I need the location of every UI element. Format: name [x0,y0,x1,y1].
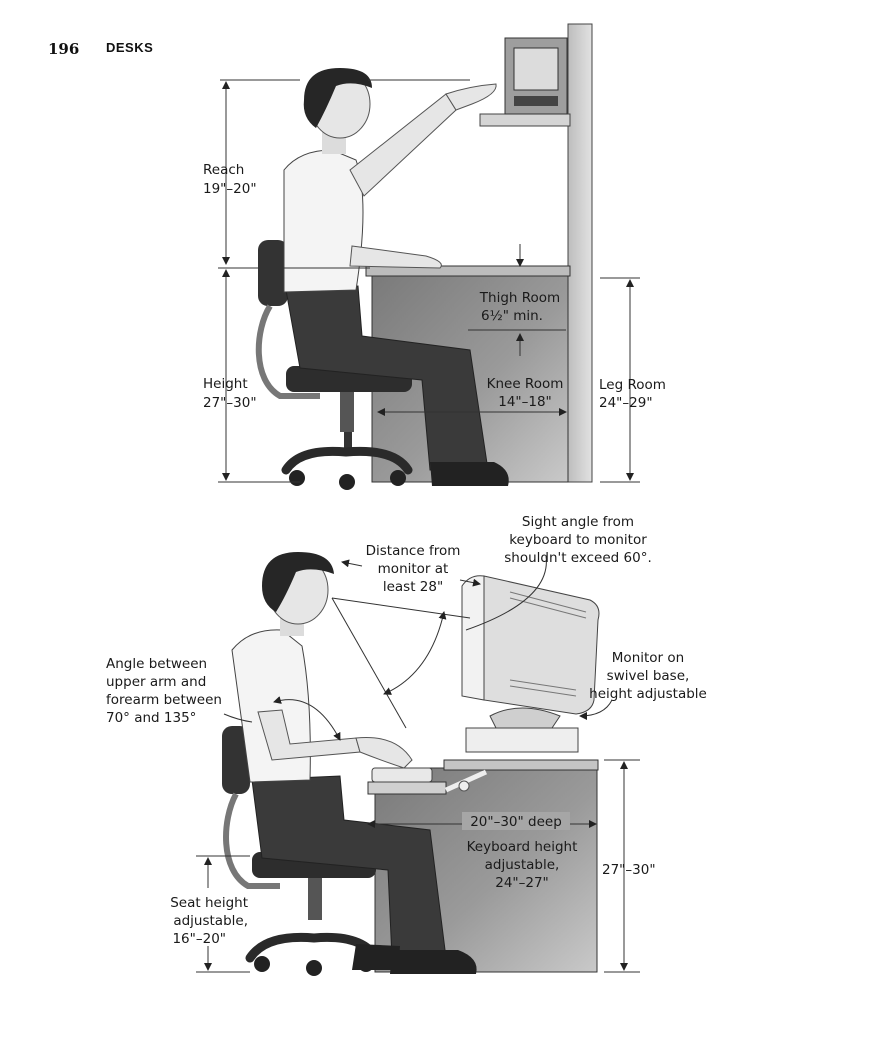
thigh-room-value: 6½" min. [481,308,543,324]
upper-chair [255,240,413,490]
sight-angle-label-3: shouldn't exceed 60°. [504,550,652,566]
height-label: Height [203,376,248,392]
keyboard-height-label-2: adjustable, [485,857,560,873]
seat-height-label-2: adjustable, [173,913,248,929]
monitor-base-label-2: swivel base, [607,668,690,684]
knee-room-value: 14"–18" [498,394,552,410]
upper-person [283,68,509,486]
desk-depth-label: 20"–30" deep [470,814,562,830]
leg-room-label: Leg Room [599,377,666,393]
monitor-base-pointer [579,699,613,720]
monitor-base-label-1: Monitor on [612,650,684,666]
reach-dimension [220,79,470,265]
seat-height-dimension [196,855,250,973]
thigh-room-dimension [468,244,566,356]
arm-angle-label-3: forearm between [106,692,222,708]
reach-value: 19"–20" [203,181,257,197]
sight-angle-label-1: Sight angle from [522,514,634,530]
height-dimension [218,267,370,483]
sight-lines [331,555,547,729]
overhead-shelf [479,113,571,127]
desk-height-label: 27"–30" [602,862,656,878]
distance-dimension [341,559,481,587]
page-number: 196 [48,40,80,58]
seat-height-label-3: 16"–20" [172,931,226,947]
arm-angle-label-1: Angle between [106,656,207,672]
seat-height-label-1: Seat height [170,895,248,911]
knee-room-label: Knee Room [487,376,564,392]
wall-panel [567,23,593,483]
monitor-base-label-3: height adjustable [589,686,707,702]
leg-room-value: 24"–29" [599,395,653,411]
reach-label: Reach [203,162,244,178]
lower-person [231,552,477,974]
distance-label-2: monitor at [378,561,449,577]
leg-room-dimension [600,277,640,483]
keyboard [371,767,433,783]
height-value: 27"–30" [203,395,257,411]
distance-label-1: Distance from [366,543,461,559]
arm-angle-arc [223,696,341,741]
upper-figure: Reach 19"–20" Height 27"–30" Thigh Room … [203,23,666,490]
monitor [461,575,600,753]
thigh-room-label: Thigh Room [479,290,560,306]
keyboard-tray [367,781,447,795]
arm-angle-label-2: upper arm and [106,674,206,690]
keyboard-height-label-3: 24"–27" [495,875,549,891]
distance-label-3: least 28" [383,579,443,595]
keyboard-height-label-1: Keyboard height [467,839,578,855]
desk-height-dimension [604,759,640,973]
lower-figure: Distance from monitor at least 28" Sight… [106,514,707,976]
lower-desk-top [443,759,599,771]
sight-angle-label-2: keyboard to monitor [509,532,647,548]
page-title: DESKS [106,40,154,55]
arm-angle-label-4: 70° and 135° [106,710,196,726]
shelf-monitor [504,37,568,115]
upper-desk-top [365,265,571,277]
